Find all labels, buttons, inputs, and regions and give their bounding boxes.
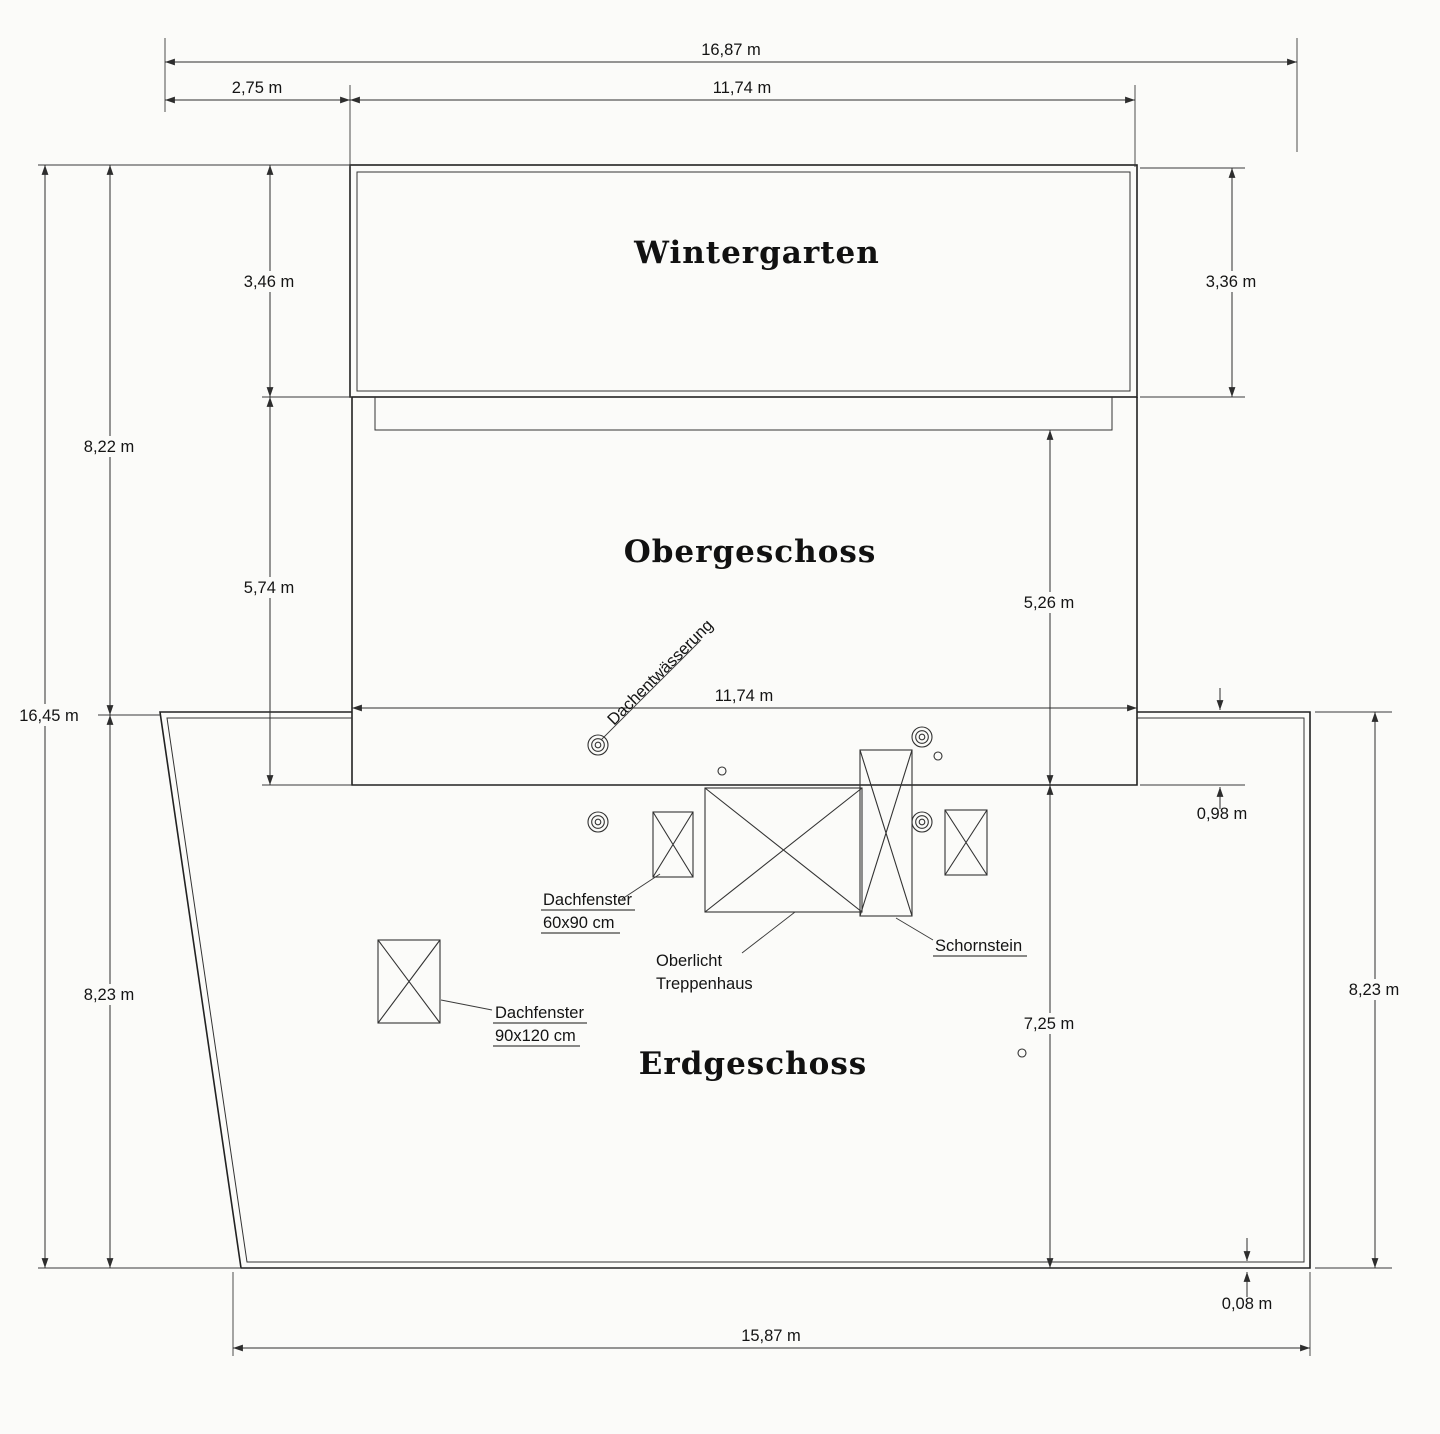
- erdgeschoss-outline: [159, 711, 1311, 1269]
- schornstein-label: Schornstein: [935, 937, 1022, 955]
- dim-wintergarten-depth-right: 3,36 m: [1206, 273, 1256, 291]
- drain-icon: [587, 811, 609, 833]
- wintergarten-inner-outline: [356, 171, 1131, 392]
- oberlicht-label-line1: Oberlicht: [656, 952, 722, 970]
- dim-upper-height-left: 8,22 m: [84, 438, 134, 456]
- leader-dachentwaesserung: [600, 639, 702, 741]
- dim-bottom-edge: 0,08 m: [1222, 1295, 1272, 1313]
- dachfenster-small-right-shape: [944, 809, 988, 876]
- leader-lines: [440, 639, 934, 1011]
- vent-icon: [933, 751, 943, 761]
- dim-erdgeschoss-inner-depth: 7,25 m: [1024, 1015, 1074, 1033]
- dim-mid-width: 11,74 m: [715, 687, 773, 705]
- dim-obergeschoss-depth: 5,74 m: [244, 579, 294, 597]
- erdgeschoss-label: Erdgeschoss: [639, 1046, 867, 1082]
- obergeschoss-outline: [351, 397, 1138, 786]
- oberlicht-label-line2: Treppenhaus: [656, 975, 753, 993]
- dachentwaesserung-label: Dachentwässerung: [604, 616, 717, 729]
- room-labels: Wintergarten Obergeschoss Erdgeschoss: [624, 235, 880, 1082]
- extension-lines: [38, 38, 1392, 1356]
- vent-icon: [1017, 1048, 1027, 1058]
- leader-schornstein: [895, 917, 934, 941]
- dim-obergeschoss-inner-depth: 5,26 m: [1024, 594, 1074, 612]
- dim-wintergarten-depth-left: 3,46 m: [244, 273, 294, 291]
- oberlicht-treppenhaus-shape: [704, 787, 863, 913]
- erdgeschoss-inner-outline: [166, 717, 1305, 1263]
- drain-icon: [911, 811, 933, 833]
- dim-total-height: 16,45 m: [19, 707, 79, 725]
- dim-bottom-width: 15,87 m: [741, 1327, 801, 1345]
- roof-drain-symbols: [587, 726, 1027, 1058]
- dim-left-offset: 2,75 m: [232, 79, 282, 97]
- obergeschoss-label: Obergeschoss: [624, 534, 877, 570]
- wintergarten-label: Wintergarten: [633, 235, 880, 271]
- wintergarten-step: [374, 397, 1113, 431]
- dim-erdgeschoss-height-right: 8,23 m: [1349, 981, 1399, 999]
- dimension-lines: [41, 58, 1379, 1352]
- dim-top-width: 11,74 m: [713, 79, 771, 97]
- dachfenster-large-label-line1: Dachfenster: [495, 1004, 584, 1022]
- schornstein-shape: [859, 749, 913, 917]
- wintergarten-outline: [349, 164, 1138, 398]
- dim-right-offset: 0,98 m: [1197, 805, 1247, 823]
- dachfenster-small-left-shape: [652, 811, 694, 878]
- leader-dachfenster-large: [440, 999, 493, 1011]
- dimension-label-backgrounds: [12, 271, 1409, 1034]
- dachfenster-large-shape: [377, 939, 441, 1024]
- roof-features: [377, 726, 1027, 1058]
- building-outlines: [159, 164, 1311, 1269]
- drain-icon: [911, 726, 933, 748]
- dachfenster-large-label-line2: 90x120 cm: [495, 1027, 576, 1045]
- dim-total-width: 16,87 m: [701, 41, 761, 59]
- dim-erdgeschoss-height-left: 8,23 m: [84, 986, 134, 1004]
- leader-dachfenster-small: [621, 873, 661, 900]
- drain-icon: [587, 734, 609, 756]
- vent-icon: [717, 766, 727, 776]
- leader-oberlicht: [741, 911, 796, 954]
- dachfenster-small-label-line2: 60x90 cm: [543, 914, 615, 932]
- dachfenster-small-label-line1: Dachfenster: [543, 891, 632, 909]
- dimension-labels: 16,87 m 2,75 m 11,74 m 16,45 m 8,22 m 8,…: [19, 41, 1399, 1345]
